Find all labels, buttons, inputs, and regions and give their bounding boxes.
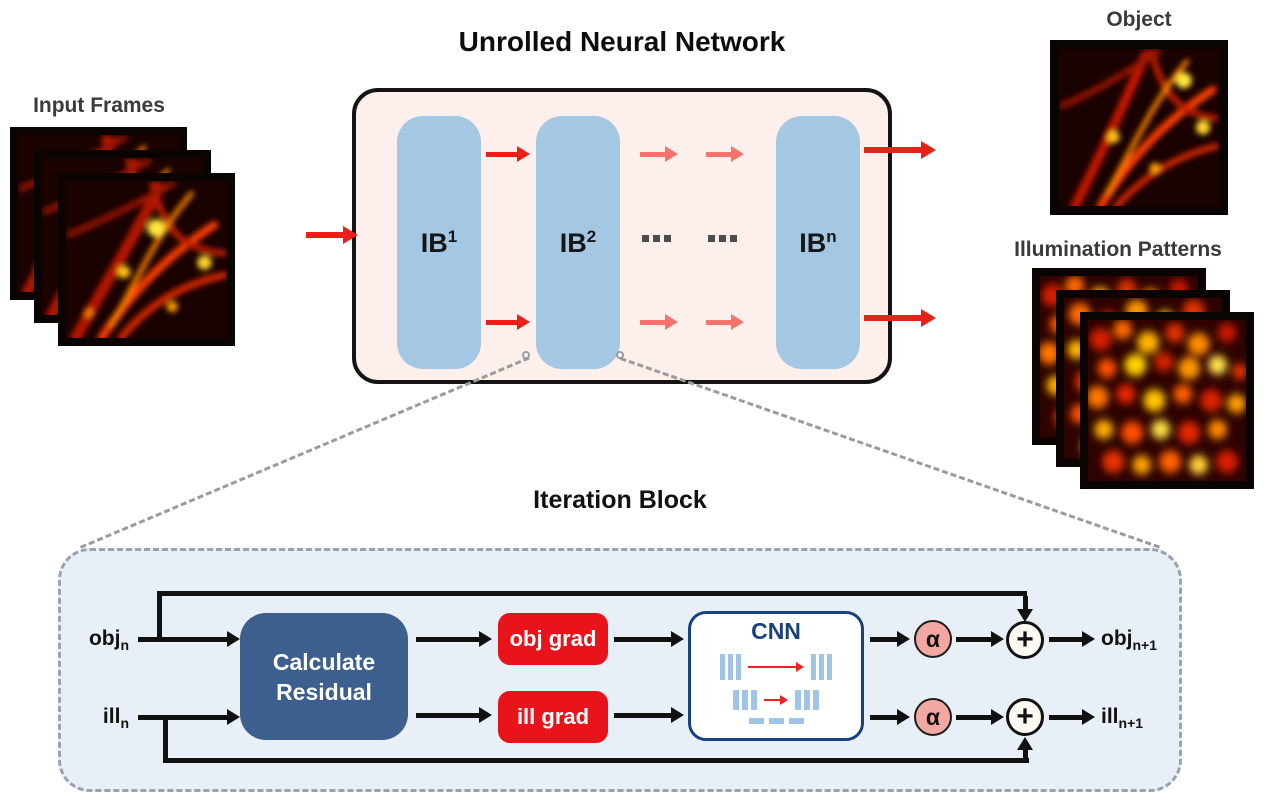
input-frame-front — [58, 173, 235, 346]
calculate-residual-box: Calculate Residual — [240, 613, 408, 740]
obj-n1-label: objn+1 — [1101, 624, 1185, 654]
speckle-image — [1088, 320, 1246, 481]
obj-n-sub: n — [120, 637, 129, 654]
iteration-block-2: IB2 — [536, 116, 620, 369]
skip-line-obj-horizontal — [157, 591, 1027, 596]
unrolled-network-panel: IB1 IB2 IBn — [352, 88, 892, 384]
ibn-sup: n — [826, 226, 837, 246]
residual-line2: Residual — [276, 678, 372, 705]
zoom-connector-right-marker — [616, 351, 624, 359]
ib2-sup: 2 — [586, 226, 597, 246]
object-image — [1050, 40, 1228, 215]
skip-line-ill-vertical — [163, 717, 168, 763]
cnn-layer-row-3 — [691, 718, 861, 724]
obj-n1-base: obj — [1101, 627, 1133, 650]
arrow-residual-to-illgrad — [416, 706, 492, 724]
arrow-obj-to-residual — [138, 630, 240, 648]
arrow-ill-to-residual — [138, 708, 240, 726]
ill-n-label: illn — [71, 702, 129, 732]
skip-line-ill-horizontal — [163, 758, 1029, 763]
cnn-label: CNN — [751, 618, 801, 644]
alpha-circle-obj: α — [914, 620, 952, 658]
obj-n-label: objn — [71, 624, 129, 654]
arrow-faded-top-2 — [706, 145, 744, 163]
filament-image — [66, 181, 227, 338]
skip-line-obj-vertical — [157, 593, 162, 639]
ill-grad-box: ill grad — [498, 691, 608, 743]
illumination-frame-front — [1080, 312, 1254, 489]
arrow-sum-to-obj-out — [1049, 630, 1095, 648]
arrow-ib1-ib2-bottom — [486, 313, 530, 331]
ib2-base: IB — [559, 227, 587, 258]
cnn-bars-icon — [720, 654, 741, 680]
iteration-block-title: Iteration Block — [533, 486, 707, 514]
residual-line1: Calculate — [272, 648, 376, 675]
cnn-arrow-icon — [748, 661, 804, 673]
input-frames-label: Input Frames — [33, 94, 165, 117]
cnn-arrow-icon — [764, 694, 788, 706]
arrow-cnn-to-alpha-obj — [870, 630, 910, 648]
object-label: Object — [1106, 8, 1172, 31]
iteration-block-panel: objn illn Calculate Residual obj grad il… — [58, 548, 1182, 792]
arrow-faded-bottom-2 — [706, 313, 744, 331]
cnn-bars-icon — [795, 690, 819, 710]
ibn-base: IB — [799, 227, 827, 258]
ellipsis-dots-1 — [642, 235, 671, 242]
obj-grad-box: obj grad — [498, 613, 608, 665]
iteration-block-1-label: IB1 — [421, 227, 457, 259]
filament-image — [1059, 49, 1219, 206]
sum-circle-obj: + — [1006, 621, 1044, 659]
zoom-connector-left-marker — [522, 351, 530, 359]
cnn-box: CNN — [688, 611, 864, 741]
iteration-block-n-label: IBn — [799, 227, 836, 259]
ill-n1-sub: n+1 — [1118, 715, 1144, 732]
arrow-alpha-to-sum-ill — [956, 708, 1004, 726]
obj-n1-sub: n+1 — [1132, 637, 1158, 654]
arrow-illgrad-to-cnn — [614, 706, 684, 724]
arrow-alpha-to-sum-obj — [956, 630, 1004, 648]
skip-arrow-obj-into-sum — [1016, 596, 1034, 622]
cnn-dashes-icon — [748, 718, 804, 724]
iteration-block-1: IB1 — [397, 116, 481, 369]
arrow-cnn-to-alpha-ill — [870, 708, 910, 726]
cnn-layer-row-1 — [691, 654, 861, 680]
cnn-bars-icon — [733, 690, 757, 710]
ellipsis-dots-2 — [708, 235, 737, 242]
ill-n-base: ill — [102, 705, 121, 728]
ill-n1-base: ill — [1101, 705, 1119, 728]
arrow-network-input — [306, 226, 358, 244]
arrow-sum-to-ill-out — [1049, 708, 1095, 726]
page-title: Unrolled Neural Network — [458, 26, 786, 57]
cnn-layer-row-2 — [691, 690, 861, 710]
ill-n-sub: n — [120, 715, 129, 732]
arrow-faded-top-1 — [640, 145, 678, 163]
iteration-block-2-label: IB2 — [560, 227, 596, 259]
skip-arrow-ill-into-sum — [1016, 737, 1034, 759]
arrow-objgrad-to-cnn — [614, 630, 684, 648]
ill-n1-label: illn+1 — [1101, 702, 1185, 732]
ib1-base: IB — [420, 227, 448, 258]
arrow-residual-to-objgrad — [416, 630, 492, 648]
arrow-ib1-ib2-top — [486, 145, 530, 163]
alpha-circle-ill: α — [914, 698, 952, 736]
sum-circle-ill: + — [1006, 698, 1044, 736]
illumination-patterns-label: Illumination Patterns — [1014, 238, 1222, 261]
obj-n-base: obj — [88, 627, 121, 650]
zoom-connector-left — [80, 356, 530, 549]
iteration-block-n: IBn — [776, 116, 860, 369]
ib1-sup: 1 — [447, 226, 458, 246]
cnn-bars-icon — [811, 654, 832, 680]
arrow-faded-bottom-1 — [640, 313, 678, 331]
